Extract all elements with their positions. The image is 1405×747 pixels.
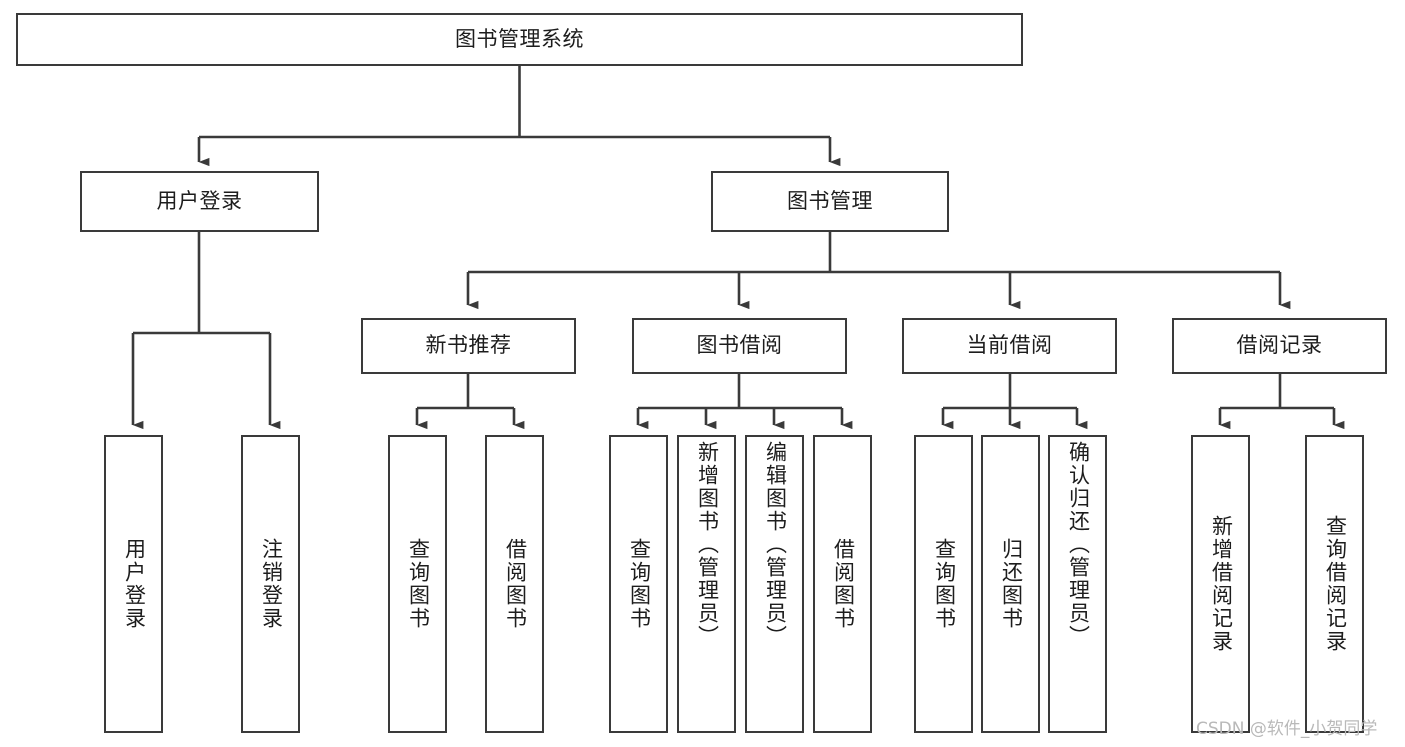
node-user-login[interactable]: 用户登录 <box>80 171 319 232</box>
node-book-borrowing[interactable]: 图书借阅 <box>632 318 847 374</box>
node-label: 用户登录 <box>122 538 146 630</box>
node-label: 借阅图书 <box>503 538 527 630</box>
node-label: 归还图书 <box>999 538 1023 630</box>
leaf-book-borrow-add-book-admin[interactable]: 新增图书（管理员） <box>677 435 736 733</box>
leaf-borrow-record-add-record[interactable]: 新增借阅记录 <box>1191 435 1250 733</box>
leaf-book-borrow-borrow-books[interactable]: 借阅图书 <box>813 435 872 733</box>
connector-lines <box>131 66 1345 430</box>
node-label: 图书管理系统 <box>455 27 584 51</box>
node-label: 图书管理 <box>787 189 873 213</box>
leaf-book-borrow-edit-book-admin[interactable]: 编辑图书（管理员） <box>745 435 804 733</box>
node-current-borrowing[interactable]: 当前借阅 <box>902 318 1117 374</box>
node-label: 借阅记录 <box>1236 334 1323 358</box>
node-label: 查询图书 <box>406 538 430 630</box>
node-label: 查询图书 <box>932 538 956 630</box>
node-label: 借阅图书 <box>831 538 855 630</box>
node-label: 编辑图书（管理员） <box>763 441 787 648</box>
node-borrowing-records[interactable]: 借阅记录 <box>1172 318 1387 374</box>
leaf-new-book-query-books[interactable]: 查询图书 <box>388 435 447 733</box>
node-label: 注销登录 <box>259 538 283 630</box>
leaf-borrow-record-query-record[interactable]: 查询借阅记录 <box>1305 435 1364 733</box>
node-new-book-recommendation[interactable]: 新书推荐 <box>361 318 576 374</box>
node-book-management[interactable]: 图书管理 <box>711 171 949 232</box>
node-root-book-management-system[interactable]: 图书管理系统 <box>16 13 1023 66</box>
leaf-current-borrow-confirm-return-admin[interactable]: 确认归还（管理员） <box>1048 435 1107 733</box>
leaf-user-login-logout[interactable]: 注销登录 <box>241 435 300 733</box>
node-label: 查询借阅记录 <box>1323 515 1347 653</box>
leaf-current-borrow-query-books[interactable]: 查询图书 <box>914 435 973 733</box>
leaf-new-book-borrow-books[interactable]: 借阅图书 <box>485 435 544 733</box>
node-label: 新书推荐 <box>425 334 512 358</box>
leaf-current-borrow-return-books[interactable]: 归还图书 <box>981 435 1040 733</box>
leaf-book-borrow-query-books[interactable]: 查询图书 <box>609 435 668 733</box>
node-label: 查询图书 <box>627 538 651 630</box>
node-label: 新增图书（管理员） <box>695 441 719 648</box>
node-label: 当前借阅 <box>966 334 1053 358</box>
leaf-user-login-signin[interactable]: 用户登录 <box>104 435 163 733</box>
node-label: 新增借阅记录 <box>1209 515 1233 653</box>
node-label: 确认归还（管理员） <box>1066 441 1090 648</box>
node-label: 图书借阅 <box>696 334 783 358</box>
node-label: 用户登录 <box>156 189 243 213</box>
